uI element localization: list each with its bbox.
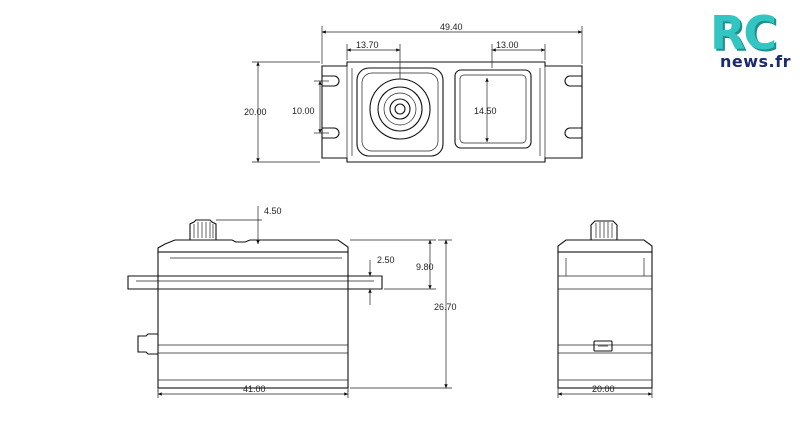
dim-left-offset: 13.70 xyxy=(356,40,379,50)
side-cable-exit xyxy=(137,333,158,355)
dim-total-width: 49.40 xyxy=(440,22,463,32)
rcnews-logo: RC news.fr xyxy=(706,6,792,71)
top-view-outline xyxy=(321,61,583,163)
top-view: 49.40 13.70 13.00 20.00 10.00 14.50 xyxy=(244,22,583,163)
left-lower-slot xyxy=(322,127,340,139)
end-top-case xyxy=(557,239,653,253)
label-window xyxy=(454,69,532,149)
left-upper-slot xyxy=(322,75,340,87)
end-main-body xyxy=(557,251,653,389)
dim-body-width: 20.00 xyxy=(592,384,615,394)
end-view: 20.00 xyxy=(557,220,653,398)
side-output-spline xyxy=(189,219,217,240)
side-top-case xyxy=(157,239,349,253)
dim-flange-thickness: 2.50 xyxy=(377,255,395,265)
end-output-spline xyxy=(590,220,618,240)
dim-slot-spacing: 10.00 xyxy=(292,106,315,116)
dim-flange-to-top: 9.80 xyxy=(416,262,434,272)
side-view: 4.50 2.50 9.80 26.70 41.00 xyxy=(127,206,457,398)
right-lower-slot xyxy=(564,127,582,139)
dim-body-height: 20.00 xyxy=(244,107,267,117)
dim-window-height: 14.50 xyxy=(474,106,497,116)
logo-brand: RC xyxy=(710,6,777,60)
output-gear xyxy=(369,78,431,140)
side-main-body xyxy=(157,251,349,389)
end-cable-port xyxy=(593,340,613,352)
side-flange xyxy=(127,275,383,290)
dim-body-length: 41.00 xyxy=(243,384,266,394)
right-upper-slot xyxy=(564,75,582,87)
dim-gear-offset: 4.50 xyxy=(264,206,282,216)
logo-site: news.fr xyxy=(720,52,791,71)
dim-right-offset: 13.00 xyxy=(496,40,519,50)
dim-total-height: 26.70 xyxy=(434,302,457,312)
